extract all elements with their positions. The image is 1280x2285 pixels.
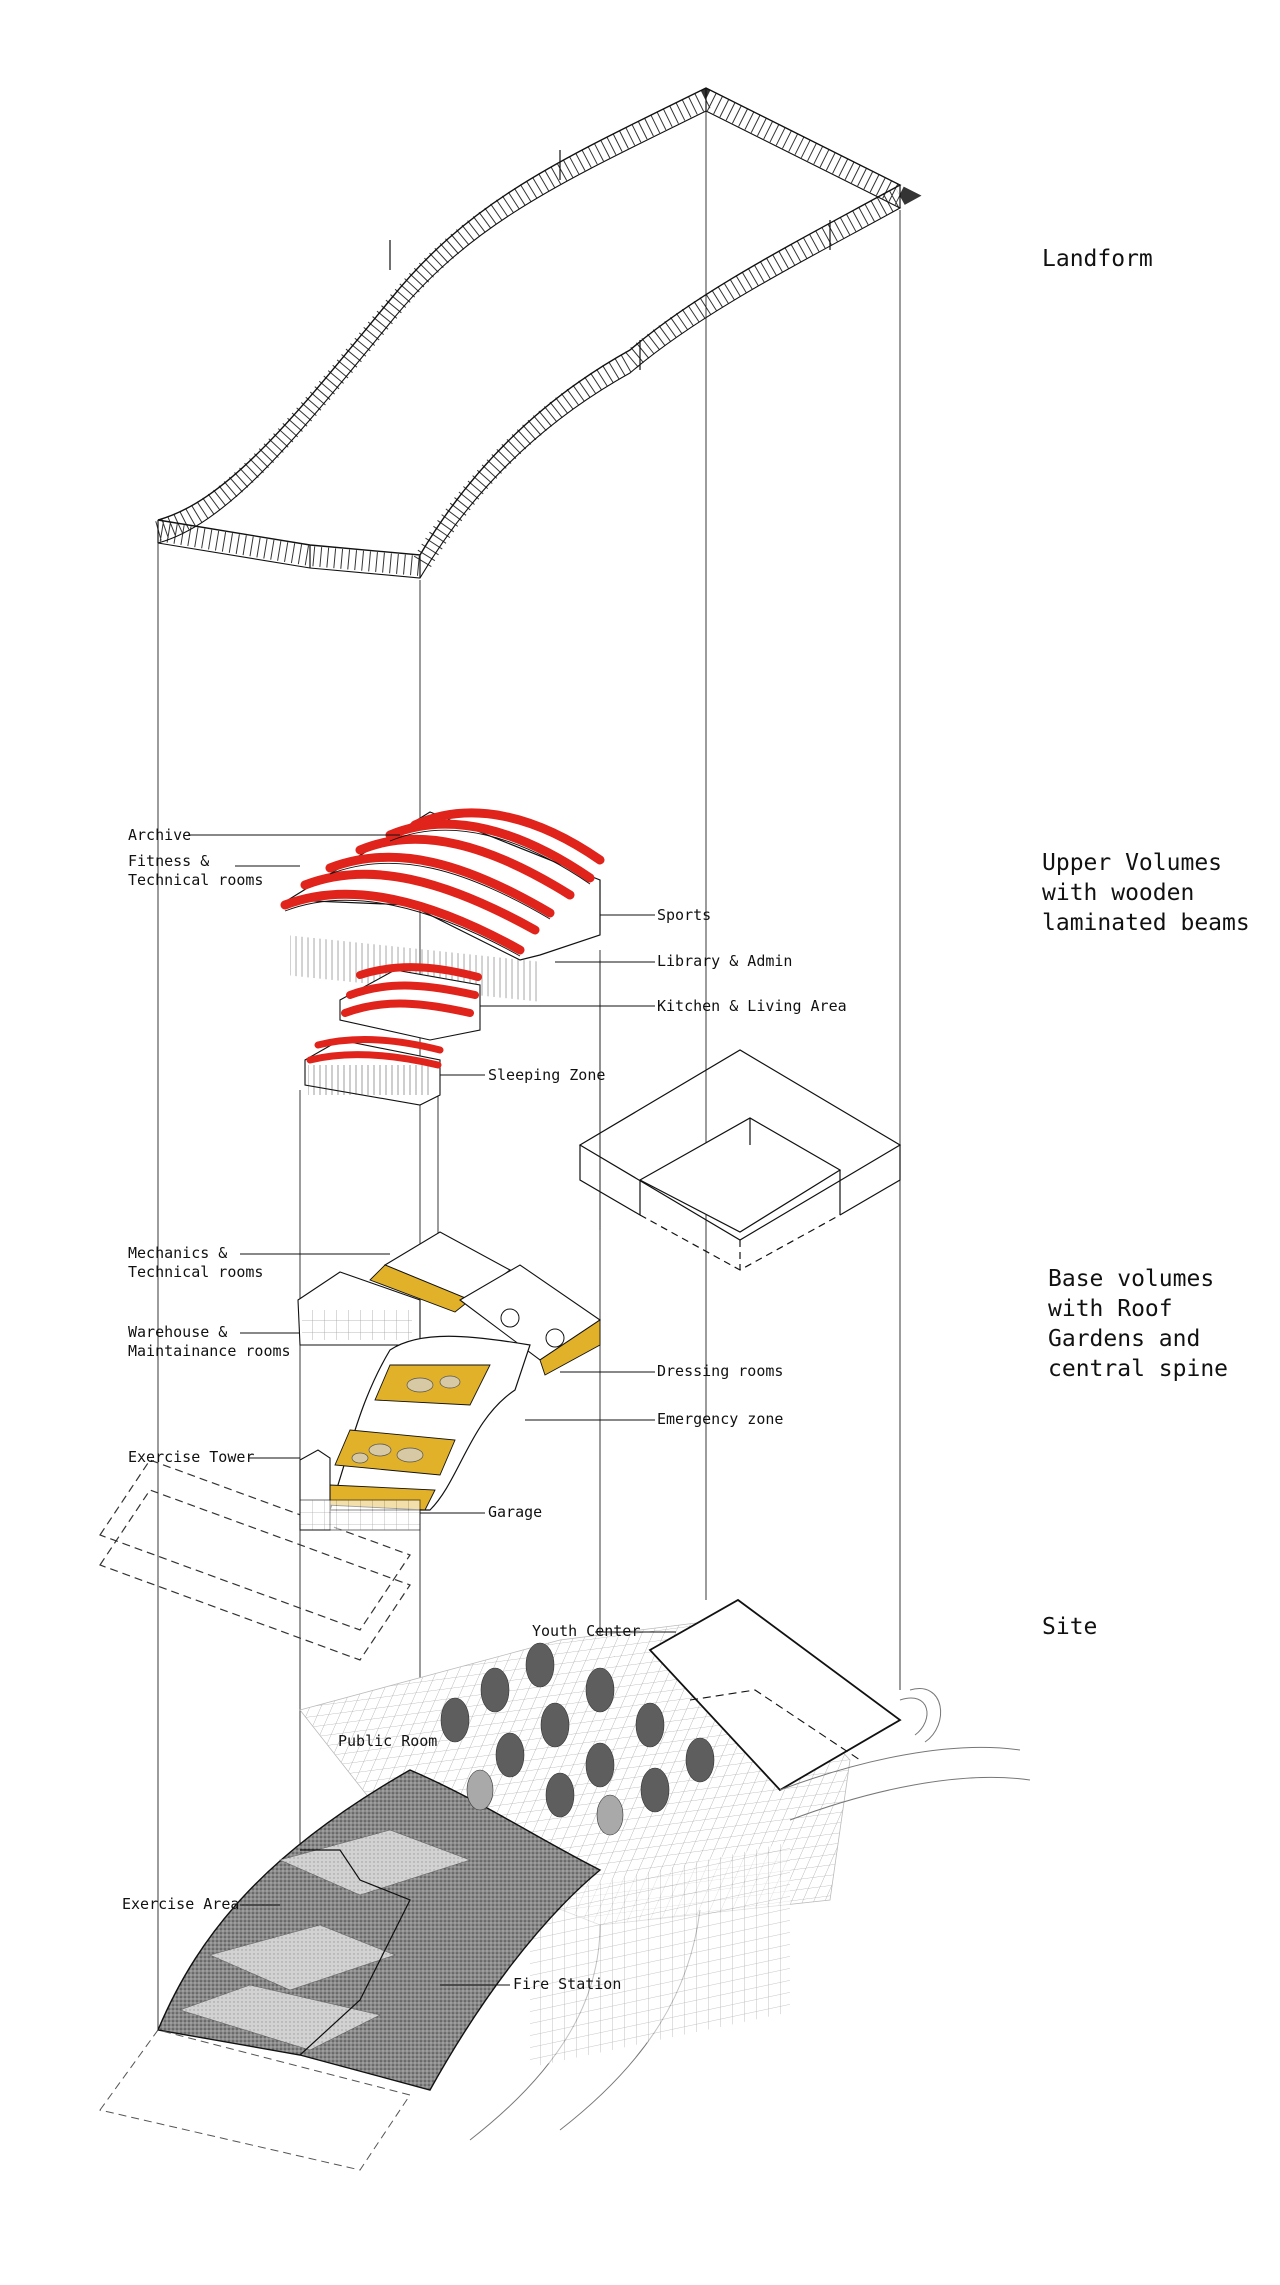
callout-kitchen: Kitchen & Living Area <box>657 997 847 1015</box>
section-label-landform: Landform <box>1042 246 1153 272</box>
callout-warehouse: Warehouse & Maintainance rooms <box>128 1323 291 1360</box>
callout-sleeping: Sleeping Zone <box>488 1066 606 1084</box>
section-label-site: Site <box>1042 1614 1098 1640</box>
leader-lines <box>188 834 676 1986</box>
callout-library: Library & Admin <box>657 952 793 970</box>
section-label-upper-volumes: Upper Volumes with wooden laminated beam… <box>1042 850 1250 936</box>
site-plan <box>99 1598 1031 2171</box>
trees <box>440 1642 715 1836</box>
callout-garage: Garage <box>488 1503 543 1521</box>
callout-fire-station: Fire Station <box>513 1975 622 1993</box>
callout-public-room: Public Room <box>338 1732 438 1750</box>
callout-mechanics: Mechanics & Technical rooms <box>128 1244 264 1281</box>
callout-fitness: Fitness & Technical rooms <box>128 852 264 889</box>
base-volumes <box>99 1231 601 1661</box>
callout-youth-center: Youth Center <box>532 1622 641 1640</box>
callout-dressing: Dressing rooms <box>657 1362 784 1380</box>
upper-volumes <box>280 808 605 1106</box>
callout-sports: Sports <box>657 906 712 924</box>
callout-archive: Archive <box>128 826 192 844</box>
landform-fence <box>155 87 922 579</box>
section-label-base-volumes: Base volumes with Roof Gardens and centr… <box>1048 1266 1229 1382</box>
callout-exercise-area: Exercise Area <box>122 1895 240 1913</box>
callout-exercise-tower: Exercise Tower <box>128 1448 255 1466</box>
callout-emergency: Emergency zone <box>657 1410 784 1428</box>
youth-center-volume <box>578 1049 902 1271</box>
